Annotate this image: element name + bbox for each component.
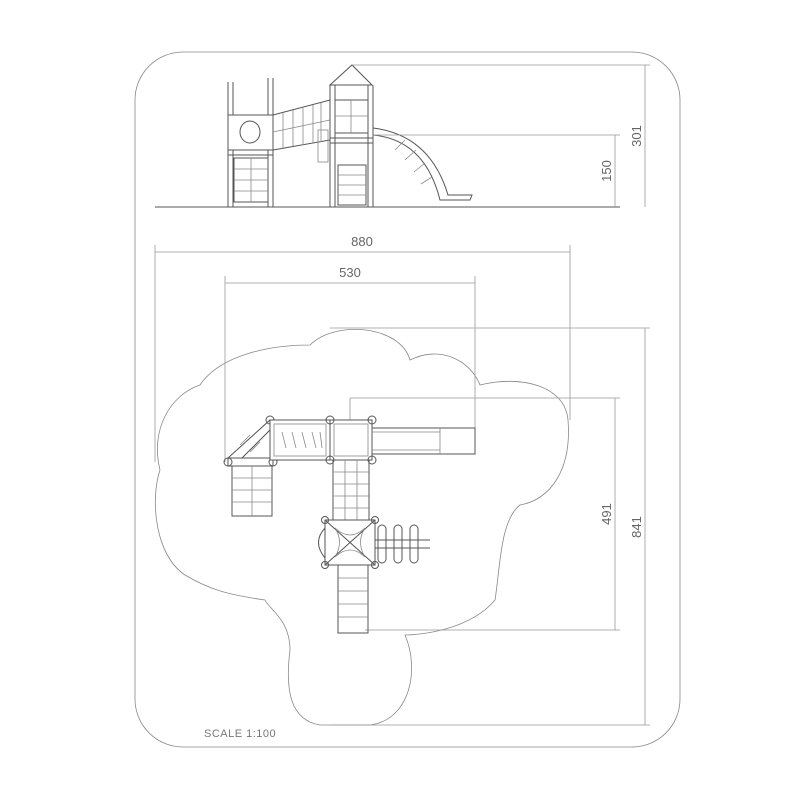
plan-slide [371, 427, 476, 455]
plan-climbing-net [332, 459, 370, 521]
height-dimensions: 301 150 [352, 64, 650, 207]
dim-total-height: 301 [629, 125, 644, 147]
plan-view: 880 530 491 841 [154, 234, 650, 726]
sheet-border [134, 51, 681, 748]
plan-main-tower [325, 415, 377, 465]
main-tower [317, 64, 374, 207]
dim-platform-height: 150 [599, 160, 614, 182]
bridge [272, 99, 331, 151]
plan-ladder [337, 564, 369, 634]
dim-structure-depth: 491 [599, 503, 614, 525]
plan-arch-climber [375, 524, 430, 564]
dim-total-depth: 841 [629, 516, 644, 538]
left-tower [227, 78, 274, 207]
plan-cross-platform [318, 516, 379, 569]
scale-label: SCALE 1:100 [204, 728, 276, 740]
dim-total-width: 880 [351, 234, 373, 249]
dim-structure-width: 530 [339, 265, 361, 280]
plan-bridge [269, 419, 331, 461]
safety-zone [154, 328, 569, 726]
plan-left-tower [223, 415, 278, 517]
slide [372, 127, 473, 201]
elevation-view: 301 150 [155, 64, 650, 208]
porthole-panel [239, 120, 261, 144]
